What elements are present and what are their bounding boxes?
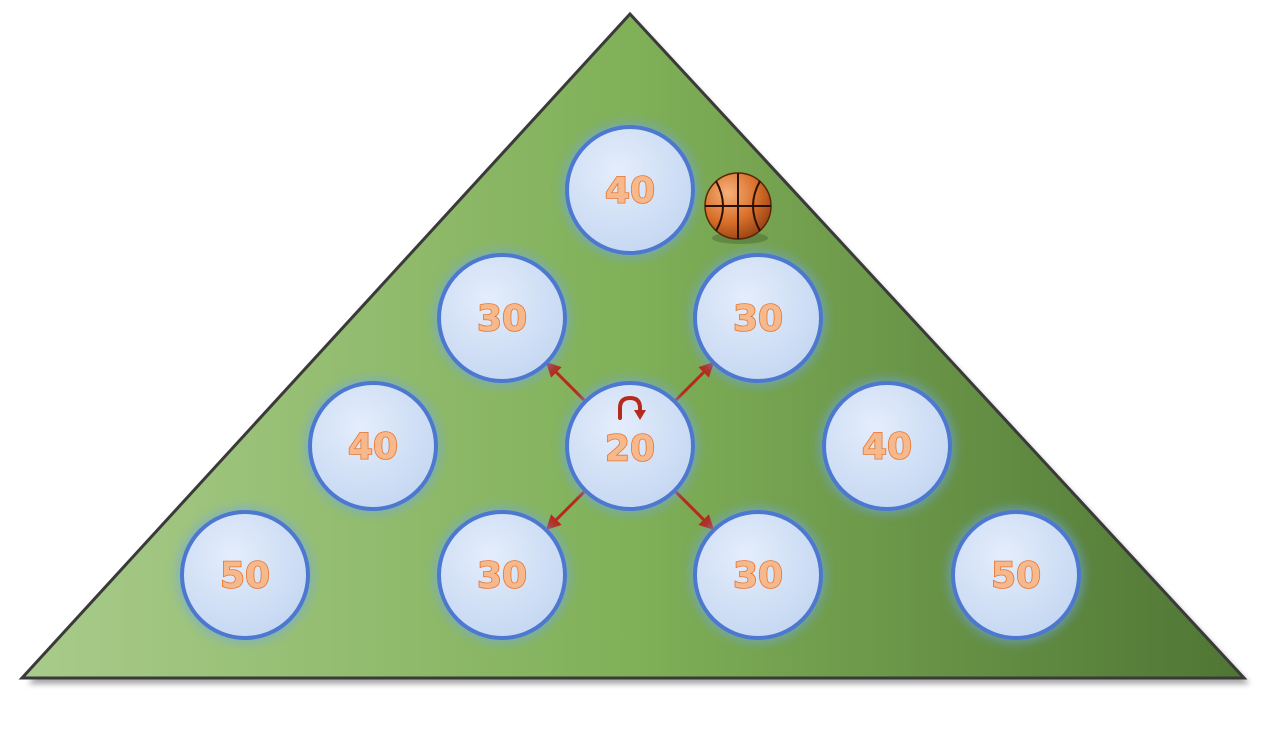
arrow-to-bottom-left bbox=[545, 490, 586, 531]
spot-bottom-far-right-value: 50 bbox=[991, 556, 1041, 597]
spot-bottom-far-left[interactable]: 50 bbox=[177, 507, 313, 643]
rotate-arrow-icon bbox=[618, 395, 646, 420]
spot-mid-left[interactable]: 40 bbox=[305, 378, 441, 514]
spot-bottom-left[interactable]: 30 bbox=[434, 507, 570, 643]
spot-bottom-far-left-value: 50 bbox=[220, 556, 270, 597]
spot-upper-right[interactable]: 30 bbox=[690, 250, 826, 386]
spot-top-value: 40 bbox=[605, 171, 655, 212]
spot-mid-right-value: 40 bbox=[862, 427, 912, 468]
spot-bottom-far-right[interactable]: 50 bbox=[948, 507, 1084, 643]
spot-bottom-right-value: 30 bbox=[733, 556, 783, 597]
spot-upper-right-value: 30 bbox=[733, 299, 783, 340]
shooting-spots: 40 30 30 40 20 40 50 bbox=[177, 122, 1084, 643]
arrow-to-bottom-right bbox=[674, 490, 715, 531]
spot-top[interactable]: 40 bbox=[562, 122, 698, 258]
arrow-to-upper-right bbox=[674, 361, 715, 402]
spot-upper-left[interactable]: 30 bbox=[434, 250, 570, 386]
spot-mid-right[interactable]: 40 bbox=[819, 378, 955, 514]
movement-arrows bbox=[545, 361, 715, 531]
spot-center[interactable]: 20 bbox=[562, 378, 698, 514]
basketball-icon bbox=[704, 172, 772, 244]
spot-mid-left-value: 40 bbox=[348, 427, 398, 468]
spot-bottom-left-value: 30 bbox=[477, 556, 527, 597]
court-triangle bbox=[18, 11, 1248, 680]
spot-center-value: 20 bbox=[605, 429, 655, 470]
spot-upper-left-value: 30 bbox=[477, 299, 527, 340]
arrow-to-upper-left bbox=[545, 361, 586, 402]
spot-bottom-right[interactable]: 30 bbox=[690, 507, 826, 643]
